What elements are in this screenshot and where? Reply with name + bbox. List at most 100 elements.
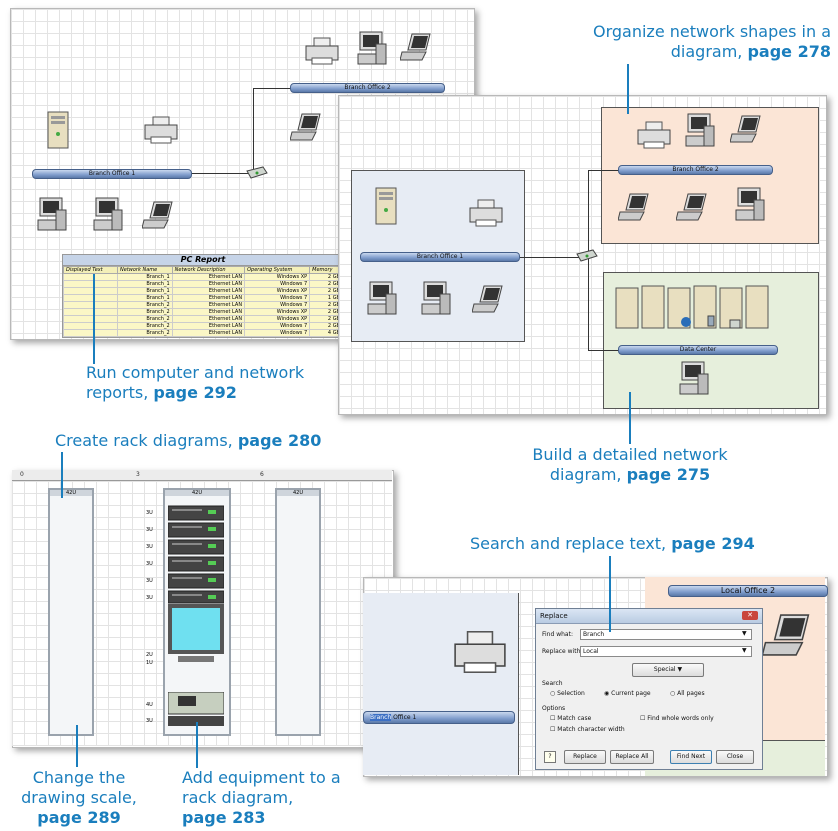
find-label: Find what:: [542, 631, 573, 638]
connector: [588, 350, 620, 351]
special-button[interactable]: Special ▼: [632, 663, 704, 677]
empty-rack-right[interactable]: 42U: [275, 488, 321, 736]
network-bus-data-center[interactable]: Data Center: [618, 345, 778, 355]
report-cell: Windows XP: [244, 308, 311, 316]
desktop-computer-icon: [421, 281, 451, 315]
unit-label: 3U: [146, 544, 153, 550]
close-icon[interactable]: ✕: [742, 611, 758, 620]
radio-label: Selection: [557, 690, 585, 697]
network-bus-branch-office-2[interactable]: Branch Office 2: [618, 165, 773, 175]
unit-label: 3U: [146, 561, 153, 567]
rack-label: 42U: [165, 490, 229, 496]
radio-selection[interactable]: ○ Selection: [550, 690, 585, 697]
find-next-button[interactable]: Find Next: [670, 750, 712, 764]
laptop-icon: [618, 193, 649, 221]
report-cell: [63, 315, 118, 323]
switch-icon: [576, 249, 598, 262]
laptop-icon: [472, 285, 503, 313]
server-icon: [375, 187, 397, 225]
report-cell: [63, 301, 118, 309]
leader-line: [61, 452, 63, 498]
report-cell: Branch_2: [117, 308, 173, 316]
callout-equipment: Add equipment to a rack diagram, page 28…: [182, 768, 341, 827]
callout-rack: Create rack diagrams, page 280: [55, 431, 322, 450]
radio-all-pages[interactable]: ○ All pages: [670, 690, 705, 697]
chevron-down-icon[interactable]: ▼: [742, 647, 747, 654]
leader-line: [629, 392, 631, 444]
connector: [253, 88, 254, 173]
printer-icon: [144, 116, 178, 144]
laptop-icon: [400, 33, 431, 61]
radio-label: All pages: [677, 690, 705, 697]
unit-label: 3U: [146, 595, 153, 601]
desktop-computer-icon: [735, 187, 765, 221]
network-bus-branch-office-1[interactable]: Branch Office 1: [360, 252, 520, 262]
network-bus-branch-office-2[interactable]: Branch Office 2: [290, 83, 445, 93]
report-cell: [63, 280, 118, 288]
report-cell: Windows XP: [244, 273, 311, 281]
replace-button[interactable]: Replace: [564, 750, 606, 764]
radio-current-page[interactable]: ◉ Current page: [604, 690, 651, 697]
rack-servers-icon: [168, 505, 224, 604]
laptop-icon: [142, 201, 173, 229]
close-button[interactable]: Close: [716, 750, 754, 764]
leader-line: [196, 722, 198, 768]
find-what-input[interactable]: Branch: [580, 629, 752, 640]
help-icon[interactable]: ?: [544, 751, 556, 763]
report-cell: Ethernet LAN: [171, 315, 246, 323]
callout-search: Search and replace text, page 294: [470, 534, 755, 553]
report-cell: Branch_2: [117, 301, 173, 309]
desktop-computer-icon: [679, 361, 709, 395]
callout-detailed: Build a detailed network diagram, page 2…: [532, 445, 728, 484]
empty-rack-left[interactable]: 42U: [48, 488, 94, 736]
replace-with-input[interactable]: Local: [580, 646, 752, 657]
ruler-mark: 6: [260, 471, 264, 478]
radio-label: Current page: [611, 690, 651, 697]
chevron-down-icon[interactable]: ▼: [742, 630, 747, 637]
report-cell: Ethernet LAN: [171, 287, 246, 295]
connector: [588, 170, 620, 171]
report-header-cell: Displayed Text: [63, 266, 118, 274]
unit-label: 3U: [146, 510, 153, 516]
report-cell: [63, 308, 118, 316]
report-cell: Ethernet LAN: [171, 322, 246, 330]
connector: [190, 173, 254, 174]
whole-words-checkbox[interactable]: ☐ Find whole words only: [640, 715, 714, 722]
match-case-checkbox[interactable]: ☐ Match case: [550, 715, 592, 722]
options-group-label: Options: [542, 705, 566, 712]
ruler-mark: 0: [20, 471, 24, 478]
desktop-computer-icon: [685, 113, 715, 147]
report-cell: Branch_1: [117, 280, 173, 288]
report-title: PC Report: [63, 255, 343, 266]
report-cell: Windows XP: [244, 287, 311, 295]
network-bus-branch-office-1[interactable]: Branch Office 1: [32, 169, 192, 179]
report-cell: Ethernet LAN: [171, 280, 246, 288]
unit-label: 3U: [146, 527, 153, 533]
network-bus-branch-office-1[interactable]: Branch Office 1: [363, 711, 515, 724]
network-bus-local-office-2[interactable]: Local Office 2: [668, 585, 828, 597]
replace-all-button[interactable]: Replace All: [610, 750, 654, 764]
printer-icon: [454, 631, 506, 673]
dialog-title: Replace: [540, 612, 568, 620]
report-cell: Ethernet LAN: [171, 329, 246, 337]
unit-label: 3U: [146, 718, 153, 724]
printer-icon: [637, 121, 671, 149]
laptop-icon: [762, 614, 810, 656]
ruler: 0 3 6: [12, 470, 392, 481]
report-cell: [63, 294, 118, 302]
match-width-checkbox[interactable]: ☐ Match character width: [550, 726, 625, 733]
connector: [253, 88, 291, 89]
connector: [515, 257, 585, 258]
report-cell: Branch_2: [117, 329, 173, 337]
report-cell: Windows 7: [244, 294, 311, 302]
report-cell: [63, 322, 118, 330]
report-cell: [63, 329, 118, 337]
report-cell: Ethernet LAN: [171, 294, 246, 302]
report-cell: Windows 7: [244, 301, 311, 309]
